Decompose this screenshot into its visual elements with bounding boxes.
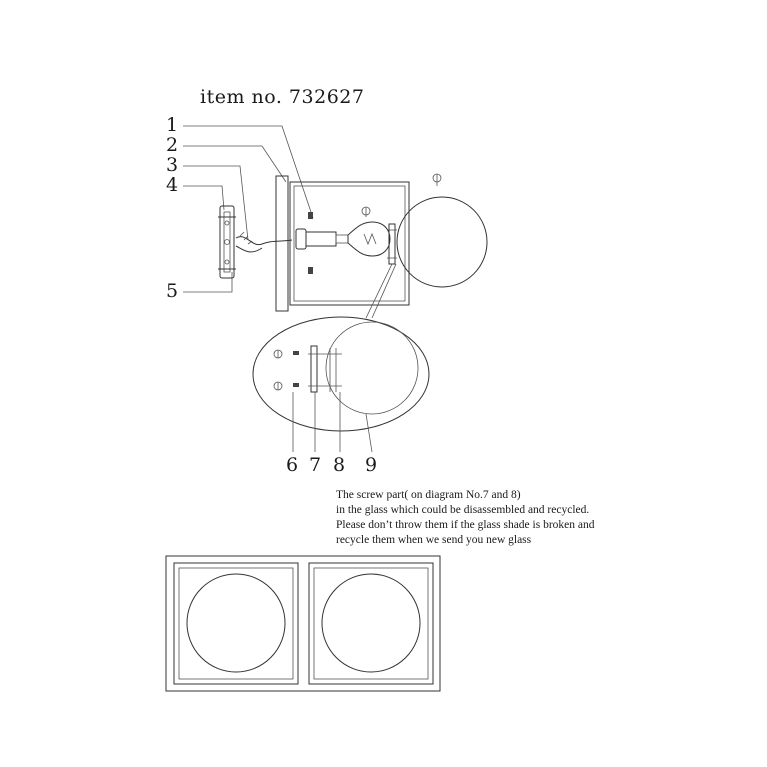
callout-8: 8 xyxy=(333,454,346,476)
callout-2: 2 xyxy=(166,134,179,156)
back-plate xyxy=(275,175,289,312)
front-views xyxy=(165,555,441,692)
callout-9: 9 xyxy=(365,454,378,476)
note-line: Please don’t throw them if the glass sha… xyxy=(336,519,595,531)
wall-plate xyxy=(218,205,236,279)
callout-3: 3 xyxy=(166,154,179,176)
callout-5: 5 xyxy=(166,280,179,302)
callout-6: 6 xyxy=(286,454,299,476)
frame xyxy=(289,181,410,306)
callout-1: 1 xyxy=(166,114,179,136)
glass-globe xyxy=(387,196,488,288)
note-line: recycle them when we send you new glass xyxy=(336,534,532,546)
note-line: in the glass which could be disassembled… xyxy=(336,504,590,516)
callout-7: 7 xyxy=(309,454,322,476)
callout-4: 4 xyxy=(166,174,179,196)
leader-lines xyxy=(183,125,314,293)
recycling-note: The screw part( on diagram No.7 and 8) i… xyxy=(336,488,666,548)
page-title: item no. 732627 xyxy=(200,86,365,108)
socket-and-bulb xyxy=(295,173,442,257)
detail-view xyxy=(252,316,430,432)
detail-leaders xyxy=(292,392,373,453)
wires xyxy=(235,231,293,253)
note-line: The screw part( on diagram No.7 and 8) xyxy=(336,489,521,501)
